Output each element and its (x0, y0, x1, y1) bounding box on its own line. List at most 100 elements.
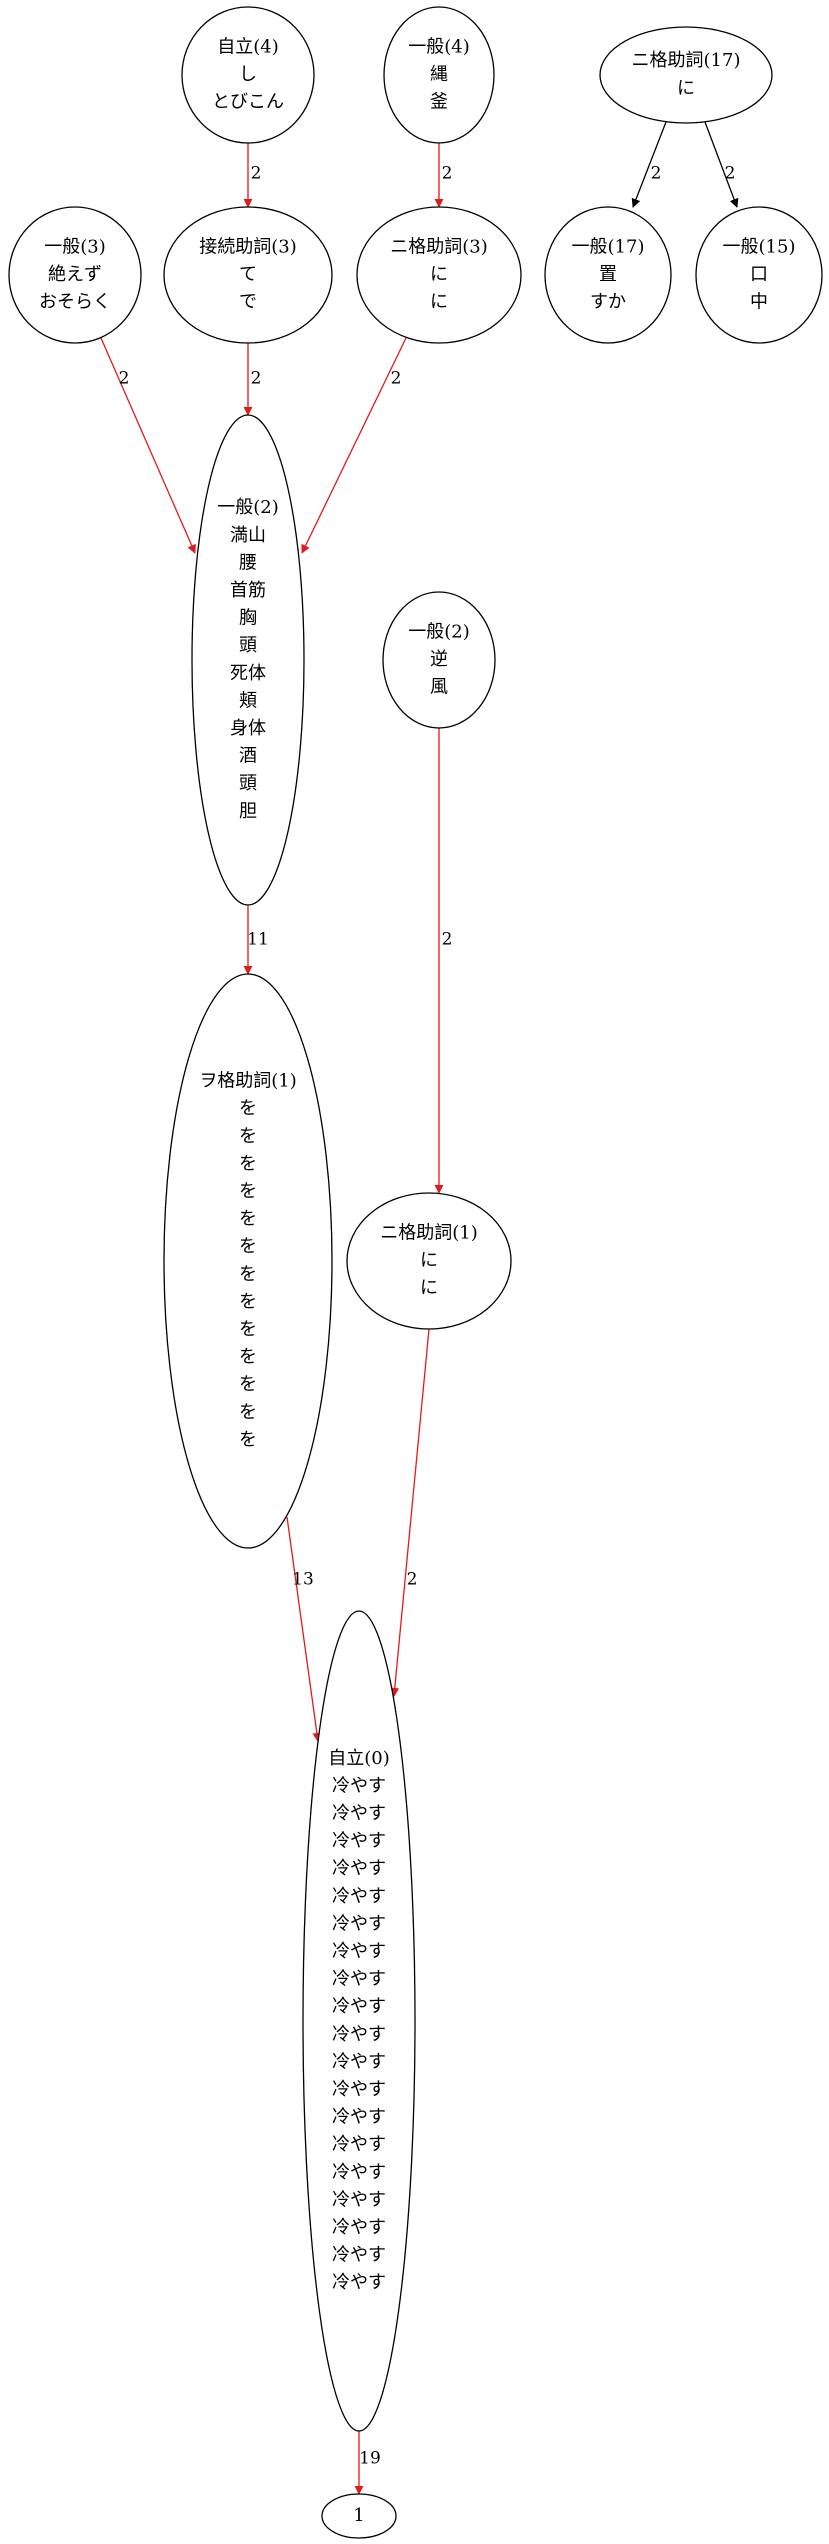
edge-weight-label: 19 (359, 2449, 381, 2469)
graph-node: 一般(15) 口中 (695, 206, 823, 344)
node-token: し (239, 64, 257, 85)
graph-node: ニ格助詞(17)に (599, 26, 773, 124)
node-ellipse (321, 2493, 397, 2539)
node-token: 胸 (239, 608, 257, 629)
edge-arrow (286, 1516, 322, 1742)
edge-arrow (390, 1328, 430, 1697)
edge-weight-label: 2 (119, 369, 130, 389)
graph-node: 一般(4) 縄釜 (383, 6, 495, 144)
edge-arrow (704, 121, 739, 208)
node-token: を (239, 1181, 257, 1202)
graph-node: 一般(17)置すか (544, 206, 672, 344)
node-token: 死体 (230, 663, 266, 684)
edge-weight-label: 2 (725, 164, 736, 184)
node-token: 冷やす (332, 1969, 386, 1990)
node-token: 置 (599, 264, 617, 285)
node-token: を (239, 1374, 257, 1395)
node-token: 口 (750, 264, 768, 285)
nodes-layer: 自立(4)しとびこん一般(4)縄釜ニ格助詞(17)に一般(3)絶えずおそらく接続… (8, 6, 823, 2539)
node-token: 冷やす (332, 2134, 386, 2155)
node-title: 一般(4) (408, 36, 470, 57)
node-title: ニ格助詞(1) (380, 1222, 478, 1243)
node-token: 冷やす (332, 1803, 386, 1824)
graph-edge: 2 (704, 121, 739, 208)
edge-weight-label: 2 (442, 930, 453, 950)
node-token: 風 (430, 677, 448, 698)
node-token: 冷やす (332, 2107, 386, 2128)
node-ellipse (302, 1610, 416, 2432)
node-token: 満山 (230, 525, 266, 546)
edge-weight-label: 2 (251, 164, 262, 184)
node-token: 冷やす (332, 1858, 386, 1879)
edges-layer: 2 2 2 2 2 2 2 11 2 13 2 19 (100, 121, 739, 2495)
edge-weight-label: 2 (251, 369, 262, 389)
graph-node: 一般(2)逆風 (382, 591, 496, 729)
edge-weight-label: 13 (292, 1570, 314, 1590)
node-title: 1 (353, 2505, 364, 2526)
graph-edge: 2 (390, 1328, 430, 1697)
node-token: 縄 (430, 64, 448, 85)
graph-edge: 13 (286, 1516, 322, 1742)
graph-edge: 11 (243, 905, 269, 975)
node-token: 冷やす (332, 2051, 386, 2072)
node-ellipse (163, 973, 333, 1549)
node-title: ニ格助詞(3) (390, 236, 488, 257)
node-token: を (239, 1209, 257, 1230)
node-title: 一般(2) (217, 497, 279, 518)
graph-node: 1 (321, 2493, 397, 2539)
graph-node: 自立(0)冷やす冷やす冷やす冷やす冷やす冷やす冷やす冷やす冷やす冷やす冷やす冷や… (302, 1610, 416, 2432)
edge-weight-label: 2 (407, 1570, 418, 1590)
edge-weight-label: 11 (247, 930, 269, 950)
graph-edge: 2 (631, 121, 667, 208)
node-title: ヲ格助詞(1) (199, 1071, 297, 1092)
node-token: 身体 (230, 718, 266, 739)
graph-edge: 2 (243, 143, 262, 208)
node-token: 絶えず (48, 264, 102, 285)
graph-node: ニ格助詞(1)にに (346, 1192, 512, 1330)
node-ellipse (383, 6, 495, 144)
node-ellipse (695, 206, 823, 344)
graph-edge: 2 (100, 337, 196, 554)
node-title: 一般(3) (44, 236, 106, 257)
node-token: 冷やす (332, 2162, 386, 2183)
graph-node: 接続助詞(3)てで (163, 206, 333, 344)
node-token: を (239, 1291, 257, 1312)
node-token: に (420, 1250, 438, 1271)
node-token: 中 (750, 292, 768, 313)
graph-edge: 2 (301, 337, 407, 554)
node-token: 冷やす (332, 1775, 386, 1796)
node-ellipse (191, 414, 305, 906)
node-token: 頭 (239, 635, 257, 656)
node-token: 冷やす (332, 1831, 386, 1852)
node-token: を (239, 1098, 257, 1119)
graph-node: ニ格助詞(3)にに (356, 206, 522, 344)
node-ellipse (346, 1192, 512, 1330)
edge-arrow (301, 337, 407, 554)
edge-arrow (100, 337, 196, 554)
node-ellipse (382, 591, 496, 729)
graph-edge: 2 (434, 143, 453, 208)
node-token: 酒 (239, 746, 257, 767)
node-token: に (677, 78, 695, 99)
edge-weight-label: 2 (391, 369, 402, 389)
node-ellipse (181, 6, 315, 144)
node-token: 釜 (430, 92, 448, 113)
node-token: 冷やす (332, 1941, 386, 1962)
node-token: 冷やす (332, 2245, 386, 2266)
node-token: に (430, 292, 448, 313)
node-ellipse (356, 206, 522, 344)
node-token: 冷やす (332, 1886, 386, 1907)
node-token: を (239, 1347, 257, 1368)
node-token: 冷やす (332, 2024, 386, 2045)
node-title: 自立(4) (217, 36, 279, 57)
edge-weight-label: 2 (442, 164, 453, 184)
node-title: 一般(15) (723, 236, 796, 257)
node-token: を (239, 1153, 257, 1174)
node-ellipse (544, 206, 672, 344)
node-token: 頬 (239, 690, 257, 711)
node-token: を (239, 1126, 257, 1147)
node-ellipse (8, 206, 142, 344)
